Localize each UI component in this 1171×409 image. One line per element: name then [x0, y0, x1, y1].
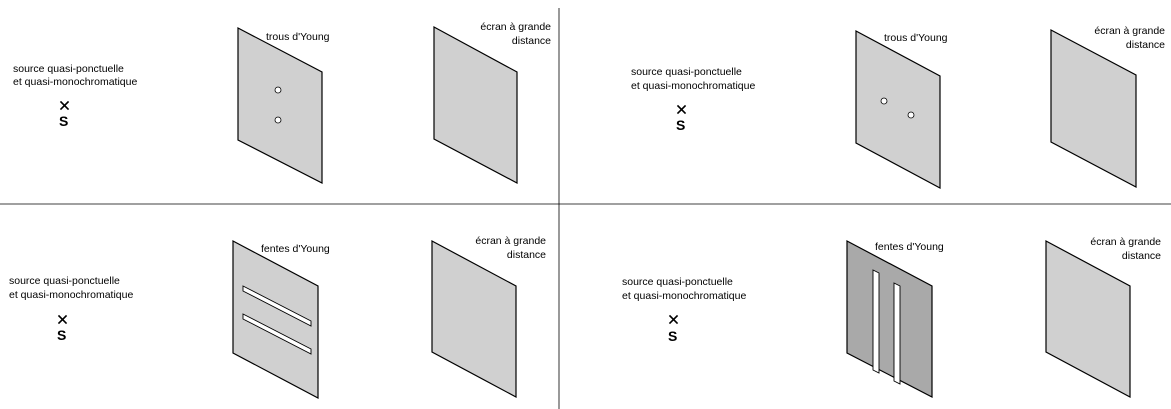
young-slit	[242, 313, 312, 355]
source-label-line2: et quasi-monochromatique	[631, 80, 755, 92]
screen-label-line1: écran à grande	[475, 235, 546, 247]
young-hole	[880, 97, 888, 105]
screen-plate	[433, 25, 518, 184]
aperture-plate	[232, 240, 319, 399]
screen-label-line2: distance	[1122, 250, 1161, 262]
source-label-line1: source quasi-ponctuelle	[622, 276, 733, 288]
source-label-line1: source quasi-ponctuelle	[13, 63, 124, 75]
young-slit	[872, 269, 880, 374]
screen-label-line1: écran à grande	[480, 21, 551, 33]
screen-label-line1: écran à grande	[1090, 236, 1161, 248]
aperture-plate	[846, 240, 933, 398]
source-label-line2: et quasi-monochromatique	[9, 289, 133, 301]
source-letter: S	[668, 328, 677, 344]
panel-bottom-left: source quasi-ponctuelle et quasi-monochr…	[9, 235, 546, 399]
young-slit	[893, 282, 901, 385]
source-label-line2: et quasi-monochromatique	[622, 290, 746, 302]
panel-top-right: source quasi-ponctuelle et quasi-monochr…	[631, 25, 1165, 190]
source-label-line1: source quasi-ponctuelle	[9, 275, 120, 287]
source-cross-icon	[57, 314, 68, 325]
screen-plate	[1050, 29, 1137, 188]
screen-plate	[1045, 239, 1131, 399]
aperture-plate	[855, 29, 941, 190]
aperture-label: trous d'Young	[266, 31, 330, 43]
screen-plate	[431, 239, 517, 399]
aperture-label: trous d'Young	[884, 32, 948, 44]
source-cross-icon	[668, 314, 679, 325]
young-slit	[242, 285, 312, 327]
screen-label-line2: distance	[512, 35, 551, 47]
young-hole	[907, 111, 915, 119]
source-label-line1: source quasi-ponctuelle	[631, 66, 742, 78]
source-letter: S	[57, 327, 66, 343]
aperture-plate	[237, 27, 323, 184]
young-hole	[274, 116, 282, 124]
aperture-label: fentes d'Young	[261, 243, 330, 255]
screen-label-line1: écran à grande	[1094, 25, 1165, 37]
source-cross-icon	[676, 104, 687, 115]
panel-top-left: source quasi-ponctuelle et quasi-monochr…	[13, 21, 551, 184]
aperture-label: fentes d'Young	[875, 241, 944, 253]
panel-bottom-right: source quasi-ponctuelle et quasi-monochr…	[622, 236, 1161, 399]
source-label-line2: et quasi-monochromatique	[13, 76, 137, 88]
source-letter: S	[676, 117, 685, 133]
young-hole	[274, 86, 282, 94]
source-cross-icon	[59, 100, 70, 111]
screen-label-line2: distance	[507, 249, 546, 261]
screen-label-line2: distance	[1126, 39, 1165, 51]
source-letter: S	[59, 113, 68, 129]
